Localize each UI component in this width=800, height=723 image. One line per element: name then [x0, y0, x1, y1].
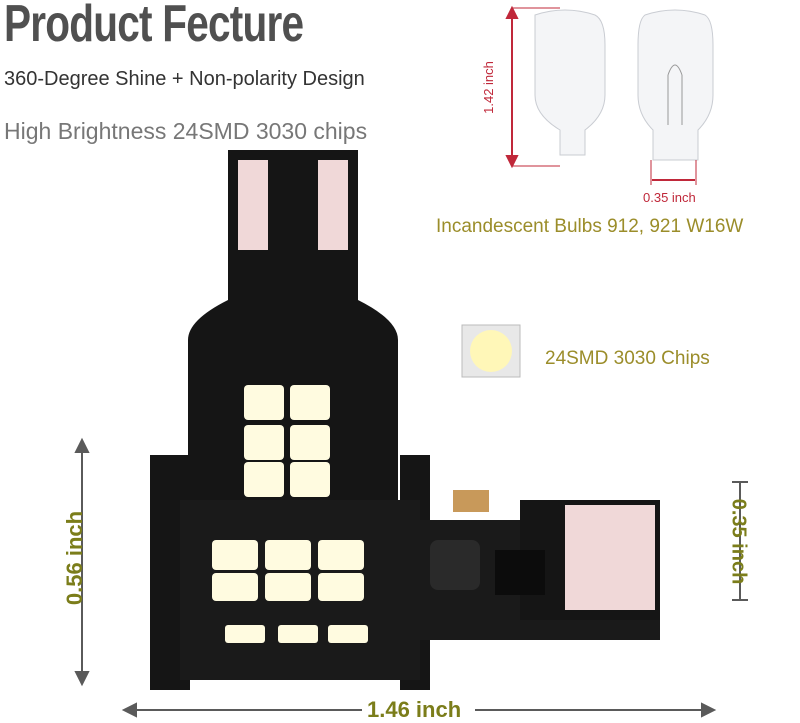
- bulb-width-label: 0.35 inch: [643, 190, 696, 205]
- feature-subtitle-brightness: High Brightness 24SMD 3030 chips: [4, 118, 368, 144]
- bulb-width-arrow: [650, 160, 697, 185]
- incandescent-bulb-front: [637, 9, 714, 161]
- feature-subtitle-design: 360-Degree Shine + Non-polarity Design: [4, 68, 365, 90]
- led-bulb: [150, 150, 660, 690]
- base-width-dimension-label: 0.35 inch: [727, 498, 750, 585]
- smd-3030-chip: [461, 324, 521, 378]
- height-dimension-label: 0.56 inch: [62, 510, 88, 606]
- bulb-height-label: 1.42 inch: [480, 61, 496, 114]
- page-title: Product Fecture: [4, 0, 304, 53]
- height-dimension-arrow: [74, 437, 90, 687]
- length-dimension-arrow: [121, 702, 717, 718]
- base-width-dimension-arrow: [732, 481, 748, 601]
- bulb-caption: Incandescent Bulbs 912, 921 W16W: [436, 216, 744, 237]
- length-dimension-label: 1.46 inch: [367, 697, 462, 722]
- incandescent-bulb-side: [534, 9, 606, 156]
- chip-caption: 24SMD 3030 Chips: [545, 348, 710, 369]
- bulb-height-arrow: [505, 5, 560, 169]
